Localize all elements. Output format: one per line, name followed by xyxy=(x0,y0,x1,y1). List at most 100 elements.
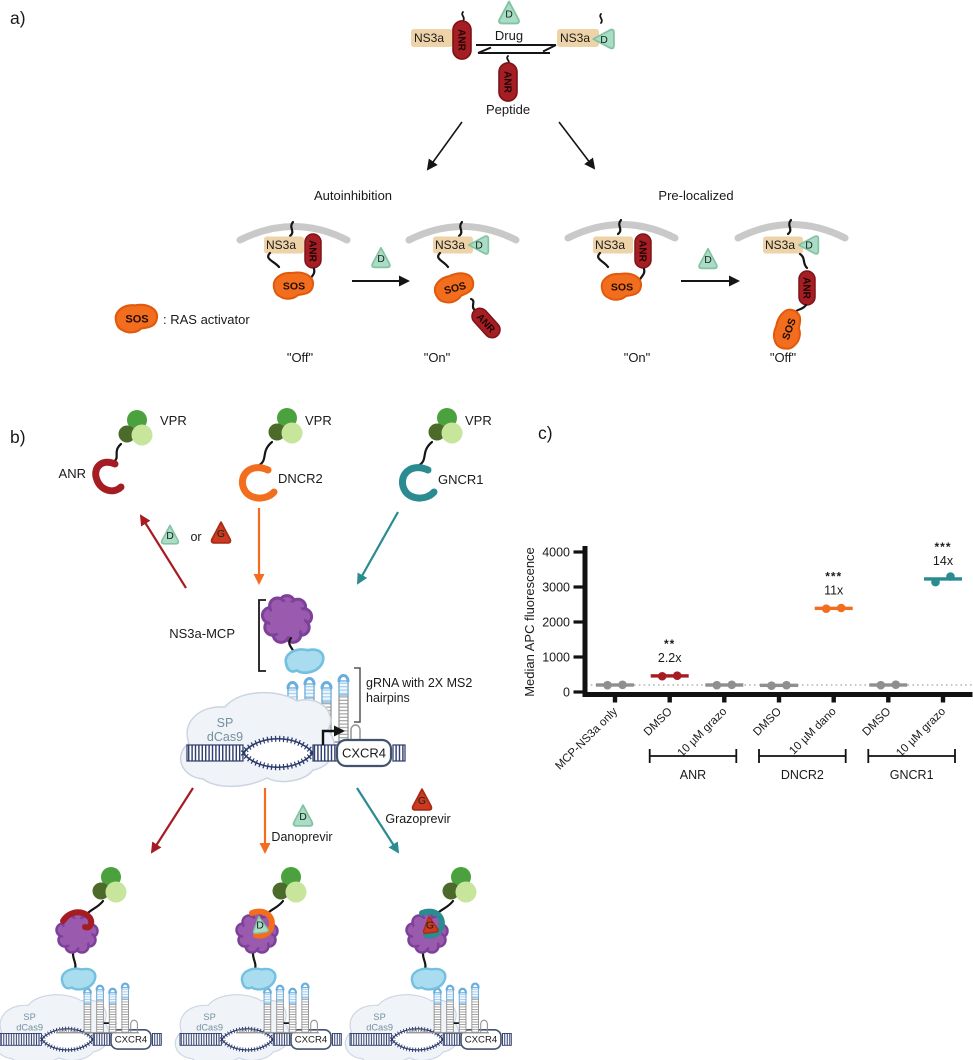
sos-icon: SOS xyxy=(600,272,643,301)
cxcr4-gene-label: CXCR4 xyxy=(342,746,386,761)
y-tick-label: 4000 xyxy=(542,546,570,560)
outcome-complex-anr: SP dCas9 CXCR4 xyxy=(0,867,161,1060)
grazoprevir-triangle-icon: G xyxy=(411,788,433,811)
danoprevir-label: Danoprevir xyxy=(271,830,332,844)
vpr-gncr1-unit: VPR GNCR1 xyxy=(399,408,492,502)
anr-hook-icon xyxy=(92,458,125,495)
sp-label: SP xyxy=(373,1012,385,1022)
y-tick-label: 0 xyxy=(563,686,570,700)
grazoprevir-letter: G xyxy=(426,920,434,932)
sp-label: SP xyxy=(217,716,234,730)
data-point xyxy=(657,671,667,681)
outcome-complex-gncr1: SP dCas9 CXCR4 G xyxy=(345,867,511,1060)
gncr1-label: GNCR1 xyxy=(438,472,484,487)
median-line xyxy=(869,683,908,687)
sos-icon: SOS xyxy=(272,271,315,300)
dcas9-label: dCas9 xyxy=(207,730,243,744)
membrane-icon xyxy=(568,225,675,239)
vpr-dncr2-unit: VPR DNCR2 xyxy=(239,408,332,502)
state-on-label: "On" xyxy=(624,350,651,365)
y-tick xyxy=(573,690,583,694)
ns3a-mcp-bracket xyxy=(258,599,266,672)
panel-b-label: b) xyxy=(10,427,26,447)
x-tick xyxy=(776,697,782,703)
panel-c-label: c) xyxy=(538,423,553,443)
gncr1-hook-icon xyxy=(419,908,445,939)
anr-pill-label: ANR xyxy=(637,240,648,262)
danoprevir-triangle-icon: D xyxy=(292,804,314,827)
drug-letter: D xyxy=(377,253,385,265)
ns3a-anr-complex: NS3a ANR xyxy=(411,11,472,60)
sos-icon: SOS xyxy=(114,303,159,334)
state-off-label: "Off" xyxy=(770,350,797,365)
sp-label: SP xyxy=(203,1012,215,1022)
outcome-arrow-gncr1 xyxy=(356,787,400,854)
drug-triangle-icon: D xyxy=(698,247,718,270)
drug-letter: D xyxy=(600,34,608,46)
dcas9-label: dCas9 xyxy=(196,1023,223,1033)
data-point xyxy=(891,680,901,689)
drug-letter: D xyxy=(166,530,174,542)
x-tick-label: 10 µM grazo xyxy=(894,706,948,760)
dcas9-label: dCas9 xyxy=(366,1023,393,1033)
drug-letter: D xyxy=(256,920,264,932)
outcome-arrow-anr xyxy=(150,787,194,854)
sos-label: SOS xyxy=(125,314,148,326)
y-tick-label: 3000 xyxy=(542,581,570,595)
y-tick-label: 2000 xyxy=(542,616,570,630)
grazoprevir-triangle-icon: G xyxy=(210,521,232,544)
sos-label: SOS xyxy=(443,280,468,297)
equilibrium-scheme: D Drug NS3a ANR NS3a D ANR Peptide xyxy=(411,0,615,171)
ns3a-label: NS3a xyxy=(414,31,444,45)
cxcr4-gene-label: CXCR4 xyxy=(465,1035,498,1046)
x-tick-label: 10 µM dano xyxy=(787,706,839,758)
ns3a-protein-icon xyxy=(260,594,314,644)
ns3a-label: NS3a xyxy=(765,238,795,252)
sp-label: SP xyxy=(23,1012,35,1022)
gncr1-hook-icon xyxy=(399,464,438,502)
median-line xyxy=(650,674,689,678)
x-tick xyxy=(722,697,727,703)
group-label: ANR xyxy=(680,768,706,782)
x-tick-label: MCP-NS3a only xyxy=(553,705,620,772)
x-tick-label: DMSO xyxy=(642,706,675,739)
ns3a-label: NS3a xyxy=(435,238,465,252)
x-tick xyxy=(667,697,672,703)
state-on-label: "On" xyxy=(424,350,451,365)
y-axis-title: Median APC fluorescence xyxy=(522,547,537,697)
significance-stars: *** xyxy=(934,540,951,554)
drug-letter: D xyxy=(704,254,712,266)
anr-hook-icon xyxy=(60,909,95,931)
prelocalized-scheme: Pre-localized NS3a ANR SOS D NS3a D ANR … xyxy=(568,188,845,365)
anr-label: ANR xyxy=(59,466,86,481)
drug-triangle-icon: D xyxy=(371,246,391,269)
grazoprevir-letter: G xyxy=(418,795,426,807)
x-tick xyxy=(940,697,946,703)
drug-letter: D xyxy=(299,811,307,823)
drug-letter: D xyxy=(475,240,483,252)
panel-a-label: a) xyxy=(10,8,26,28)
data-point xyxy=(876,680,886,690)
vpr-label: VPR xyxy=(465,413,492,428)
median-line xyxy=(924,577,962,581)
x-tick xyxy=(831,697,836,703)
peptide-label: Peptide xyxy=(486,102,530,117)
sos-legend-text: : RAS activator xyxy=(163,312,250,327)
ns3a-drug-complex: NS3a D xyxy=(557,13,615,50)
ns3a-label: NS3a xyxy=(595,238,625,252)
data-point xyxy=(672,671,682,681)
group-label: GNCR1 xyxy=(890,768,934,782)
x-tick-label: DMSO xyxy=(751,706,784,739)
cxcr4-gene-label: CXCR4 xyxy=(295,1035,328,1046)
fold-change-label: 2.2x xyxy=(658,651,682,665)
y-tick xyxy=(573,550,583,554)
grna-label-line2: hairpins xyxy=(366,691,410,705)
ns3a-label: NS3a xyxy=(560,31,590,45)
data-point xyxy=(836,603,846,613)
prelocalized-title: Pre-localized xyxy=(658,188,733,203)
data-point xyxy=(727,680,737,690)
data-point xyxy=(603,680,612,690)
significance-stars: *** xyxy=(825,569,842,583)
